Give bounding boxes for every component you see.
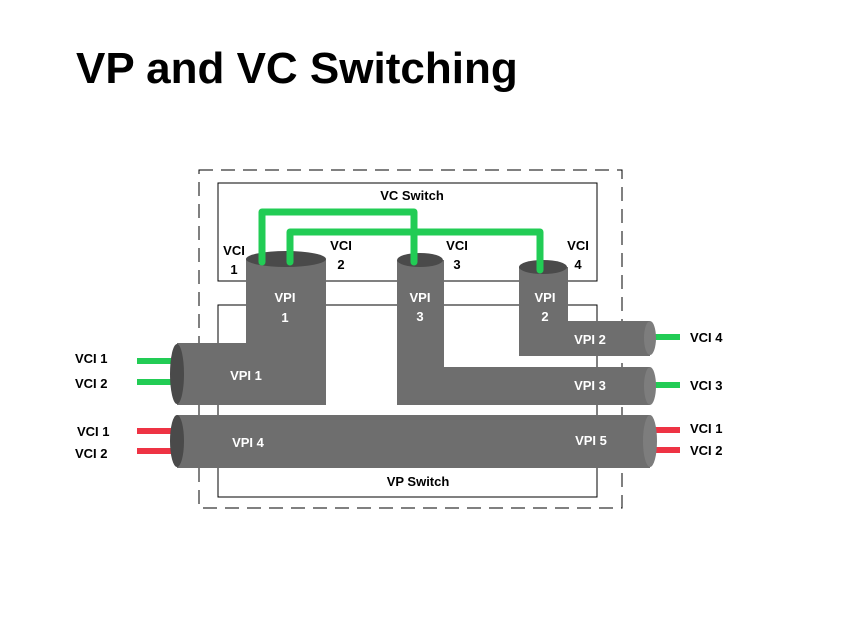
right-label-vci2: VCI 2 xyxy=(690,443,723,458)
pipe-label-vpi1-line1: VPI xyxy=(275,290,296,305)
pipe-label-vpi2-horizontal: VPI 2 xyxy=(574,332,606,347)
pipe-vpi2 xyxy=(519,260,656,356)
vc-top-vci3-line1: VCI xyxy=(446,238,468,253)
pipe-label-vpi3-line2: 3 xyxy=(416,309,423,324)
vc-top-vci4-line1: VCI xyxy=(567,238,589,253)
pipe-vpi4-vpi5 xyxy=(170,415,657,468)
pipe-label-vpi3-line1: VPI xyxy=(410,290,431,305)
pipe-vpi1 xyxy=(170,251,326,405)
vc-switch-label: VC Switch xyxy=(380,188,444,203)
vp-switch-label: VP Switch xyxy=(387,474,450,489)
left-label-bottom-vci2: VCI 2 xyxy=(75,446,108,461)
pipe-label-vpi2-line2: 2 xyxy=(541,309,548,324)
pipe-label-vpi3-horizontal: VPI 3 xyxy=(574,378,606,393)
vc-top-vci2-line2: 2 xyxy=(337,257,344,272)
page-title: VP and VC Switching xyxy=(76,44,518,93)
outer-dashed-boundary xyxy=(198,169,623,509)
pipe-label-vpi2-line1: VPI xyxy=(535,290,556,305)
left-label-top-vci2: VCI 2 xyxy=(75,376,108,391)
pipe-label-vpi4: VPI 4 xyxy=(232,435,265,450)
pipe-label-vpi1-line2: 1 xyxy=(281,310,288,325)
vc-top-vci1-line1: VCI xyxy=(223,243,245,258)
vc-top-vci1-line2: 1 xyxy=(230,262,237,277)
left-label-top-vci1: VCI 1 xyxy=(75,351,108,366)
pipe-vpi3 xyxy=(397,253,656,405)
vc-top-vci3-line2: 3 xyxy=(453,257,460,272)
left-label-bottom-vci1: VCI 1 xyxy=(77,424,110,439)
pipe-label-vpi1-horizontal: VPI 1 xyxy=(230,368,262,383)
right-label-vci1: VCI 1 xyxy=(690,421,723,436)
vc-connection-vci1-to-vci3 xyxy=(258,208,418,266)
right-label-vci3: VCI 3 xyxy=(690,378,723,393)
pipe-label-vpi5: VPI 5 xyxy=(575,433,607,448)
vc-top-vci2-line1: VCI xyxy=(330,238,352,253)
vc-top-vci4-line2: 4 xyxy=(574,257,582,272)
right-label-vci4: VCI 4 xyxy=(690,330,723,345)
